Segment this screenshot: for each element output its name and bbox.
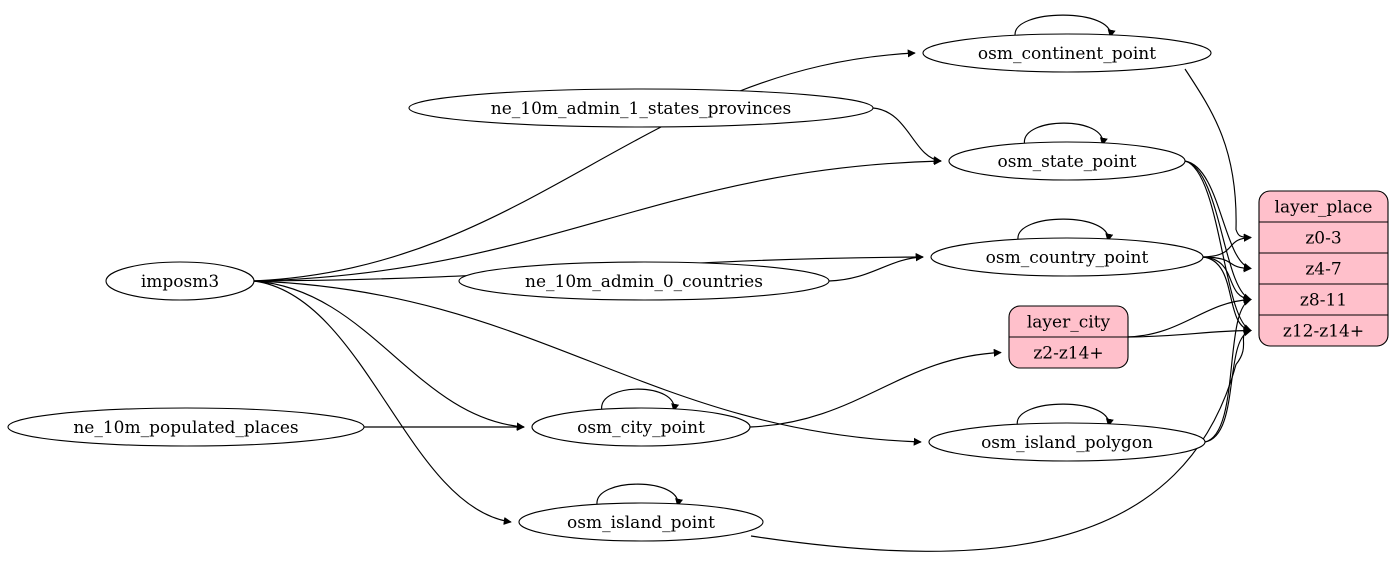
record-row-layer_city-z2-z14+[interactable]: z2-z14+ xyxy=(1033,344,1103,364)
record-row-layer_place-z8-11[interactable]: z8-11 xyxy=(1300,291,1347,311)
node-shape-osm_state_point xyxy=(948,141,1186,181)
node-shape-osm_island_point xyxy=(518,502,764,542)
edge-osm_state_point-to-layer-place-z8-11 xyxy=(1184,160,1252,302)
node-shape-osm_continent_point xyxy=(922,33,1212,73)
edges-layer xyxy=(253,14,1252,552)
node-ne_10m_admin_1_states_provinces[interactable]: ne_10m_admin_1_states_provinces xyxy=(408,88,874,128)
node-label-imposm3: imposm3 xyxy=(141,272,219,292)
edge-layer_city-to-layer-place-z12-z14- xyxy=(1127,326,1252,338)
record-node-layer_place[interactable]: layer_place z0-3 z4-7 z8-11 z12-z14+ xyxy=(1258,190,1389,347)
edge-layer_city-to-layer-place-z8-11 xyxy=(1127,295,1252,338)
node-label-osm_country_point: osm_country_point xyxy=(986,248,1149,268)
edge-osm_country_point-to-layer-place-z4-7 xyxy=(1202,256,1252,273)
edge-imposm3-to-osm-island-polygon xyxy=(253,280,922,446)
node-ne_10m_admin_0_countries[interactable]: ne_10m_admin_0_countries xyxy=(458,261,830,301)
edge-imposm3-to-osm-city-point xyxy=(253,280,525,431)
node-osm_island_point[interactable]: osm_island_point xyxy=(518,502,764,542)
edge-imposm3-to-osm-continent-point xyxy=(253,49,916,282)
edge-imposm3-to-osm-state-point xyxy=(253,157,942,282)
edge-ne_10m_admin_1_states_provinces-to-osm-state-point xyxy=(872,107,942,165)
edge-osm_city_point-to-layer-city-z2-z14- xyxy=(749,348,1002,428)
node-shape-ne_10m_admin_0_countries xyxy=(458,261,830,301)
edge-self-osm_city_point xyxy=(601,388,680,412)
node-shape-osm_city_point xyxy=(531,407,751,447)
record-row-layer_city-layer-city[interactable]: layer_city xyxy=(1027,313,1111,333)
edge-osm_continent_point-to-layer-place-z0-3 xyxy=(1184,68,1252,242)
node-label-ne_10m_admin_0_countries: ne_10m_admin_0_countries xyxy=(525,272,763,292)
node-label-osm_city_point: osm_city_point xyxy=(577,418,705,438)
edge-self-osm_continent_point xyxy=(1014,14,1116,38)
edge-self-osm_island_polygon xyxy=(1016,403,1114,427)
edge-self-osm_state_point xyxy=(1023,122,1108,146)
node-shape-imposm3 xyxy=(105,261,255,301)
node-label-osm_island_polygon: osm_island_polygon xyxy=(981,433,1153,453)
node-osm_continent_point[interactable]: osm_continent_point xyxy=(922,33,1212,73)
record-row-layer_place-z12-z14+[interactable]: z12-z14+ xyxy=(1283,322,1364,342)
record-row-layer_place-z4-7[interactable]: z4-7 xyxy=(1305,260,1341,280)
edge-self-osm_island_point xyxy=(596,483,683,507)
edge-osm_island_point-to-layer-place-z12-z14- xyxy=(750,328,1252,552)
node-label-osm_continent_point: osm_continent_point xyxy=(978,44,1156,64)
node-ne_10m_populated_places[interactable]: ne_10m_populated_places xyxy=(7,407,365,447)
node-shape-osm_country_point xyxy=(930,237,1204,277)
edge-osm_island_polygon-to-layer-place-z8-11 xyxy=(1204,297,1252,443)
edge-imposm3-to-osm-island-point xyxy=(253,280,512,525)
node-shape-ne_10m_admin_1_states_provinces xyxy=(408,88,874,128)
edge-self-osm_country_point xyxy=(1017,218,1114,242)
nodes-layer: imposm3 ne_10m_admin_1_states_provincesne… xyxy=(7,33,1389,542)
edge-osm_country_point-to-layer-place-z0-3 xyxy=(1202,233,1252,258)
node-shape-ne_10m_populated_places xyxy=(7,407,365,447)
edge-osm_country_point-to-layer-place-z8-11 xyxy=(1202,256,1252,303)
node-osm_city_point[interactable]: osm_city_point xyxy=(531,407,751,447)
node-label-ne_10m_admin_1_states_provinces: ne_10m_admin_1_states_provinces xyxy=(491,99,791,119)
node-shape-osm_island_polygon xyxy=(928,422,1206,462)
record-box-layer_place xyxy=(1258,190,1389,347)
edge-osm_state_point-to-layer-place-z12-z14- xyxy=(1184,160,1252,332)
node-label-osm_state_point: osm_state_point xyxy=(998,152,1137,172)
edge-ne_10m_admin_0_countries-to-osm-country-point xyxy=(828,253,924,282)
edge-osm_country_point-to-layer-place-z12-z14- xyxy=(1202,256,1252,334)
record-node-layer_city[interactable]: layer_city z2-z14+ xyxy=(1008,305,1129,369)
node-imposm3[interactable]: imposm3 xyxy=(105,261,255,301)
record-row-layer_place-layer-place[interactable]: layer_place xyxy=(1275,198,1373,218)
record-row-layer_place-z0-3[interactable]: z0-3 xyxy=(1305,229,1341,249)
node-label-osm_island_point: osm_island_point xyxy=(567,513,715,533)
node-osm_island_polygon[interactable]: osm_island_polygon xyxy=(928,422,1206,462)
node-label-ne_10m_populated_places: ne_10m_populated_places xyxy=(73,418,298,438)
node-osm_state_point[interactable]: osm_state_point xyxy=(948,141,1186,181)
edge-osm_state_point-to-layer-place-z4-7 xyxy=(1184,160,1252,271)
node-osm_country_point[interactable]: osm_country_point xyxy=(930,237,1204,277)
